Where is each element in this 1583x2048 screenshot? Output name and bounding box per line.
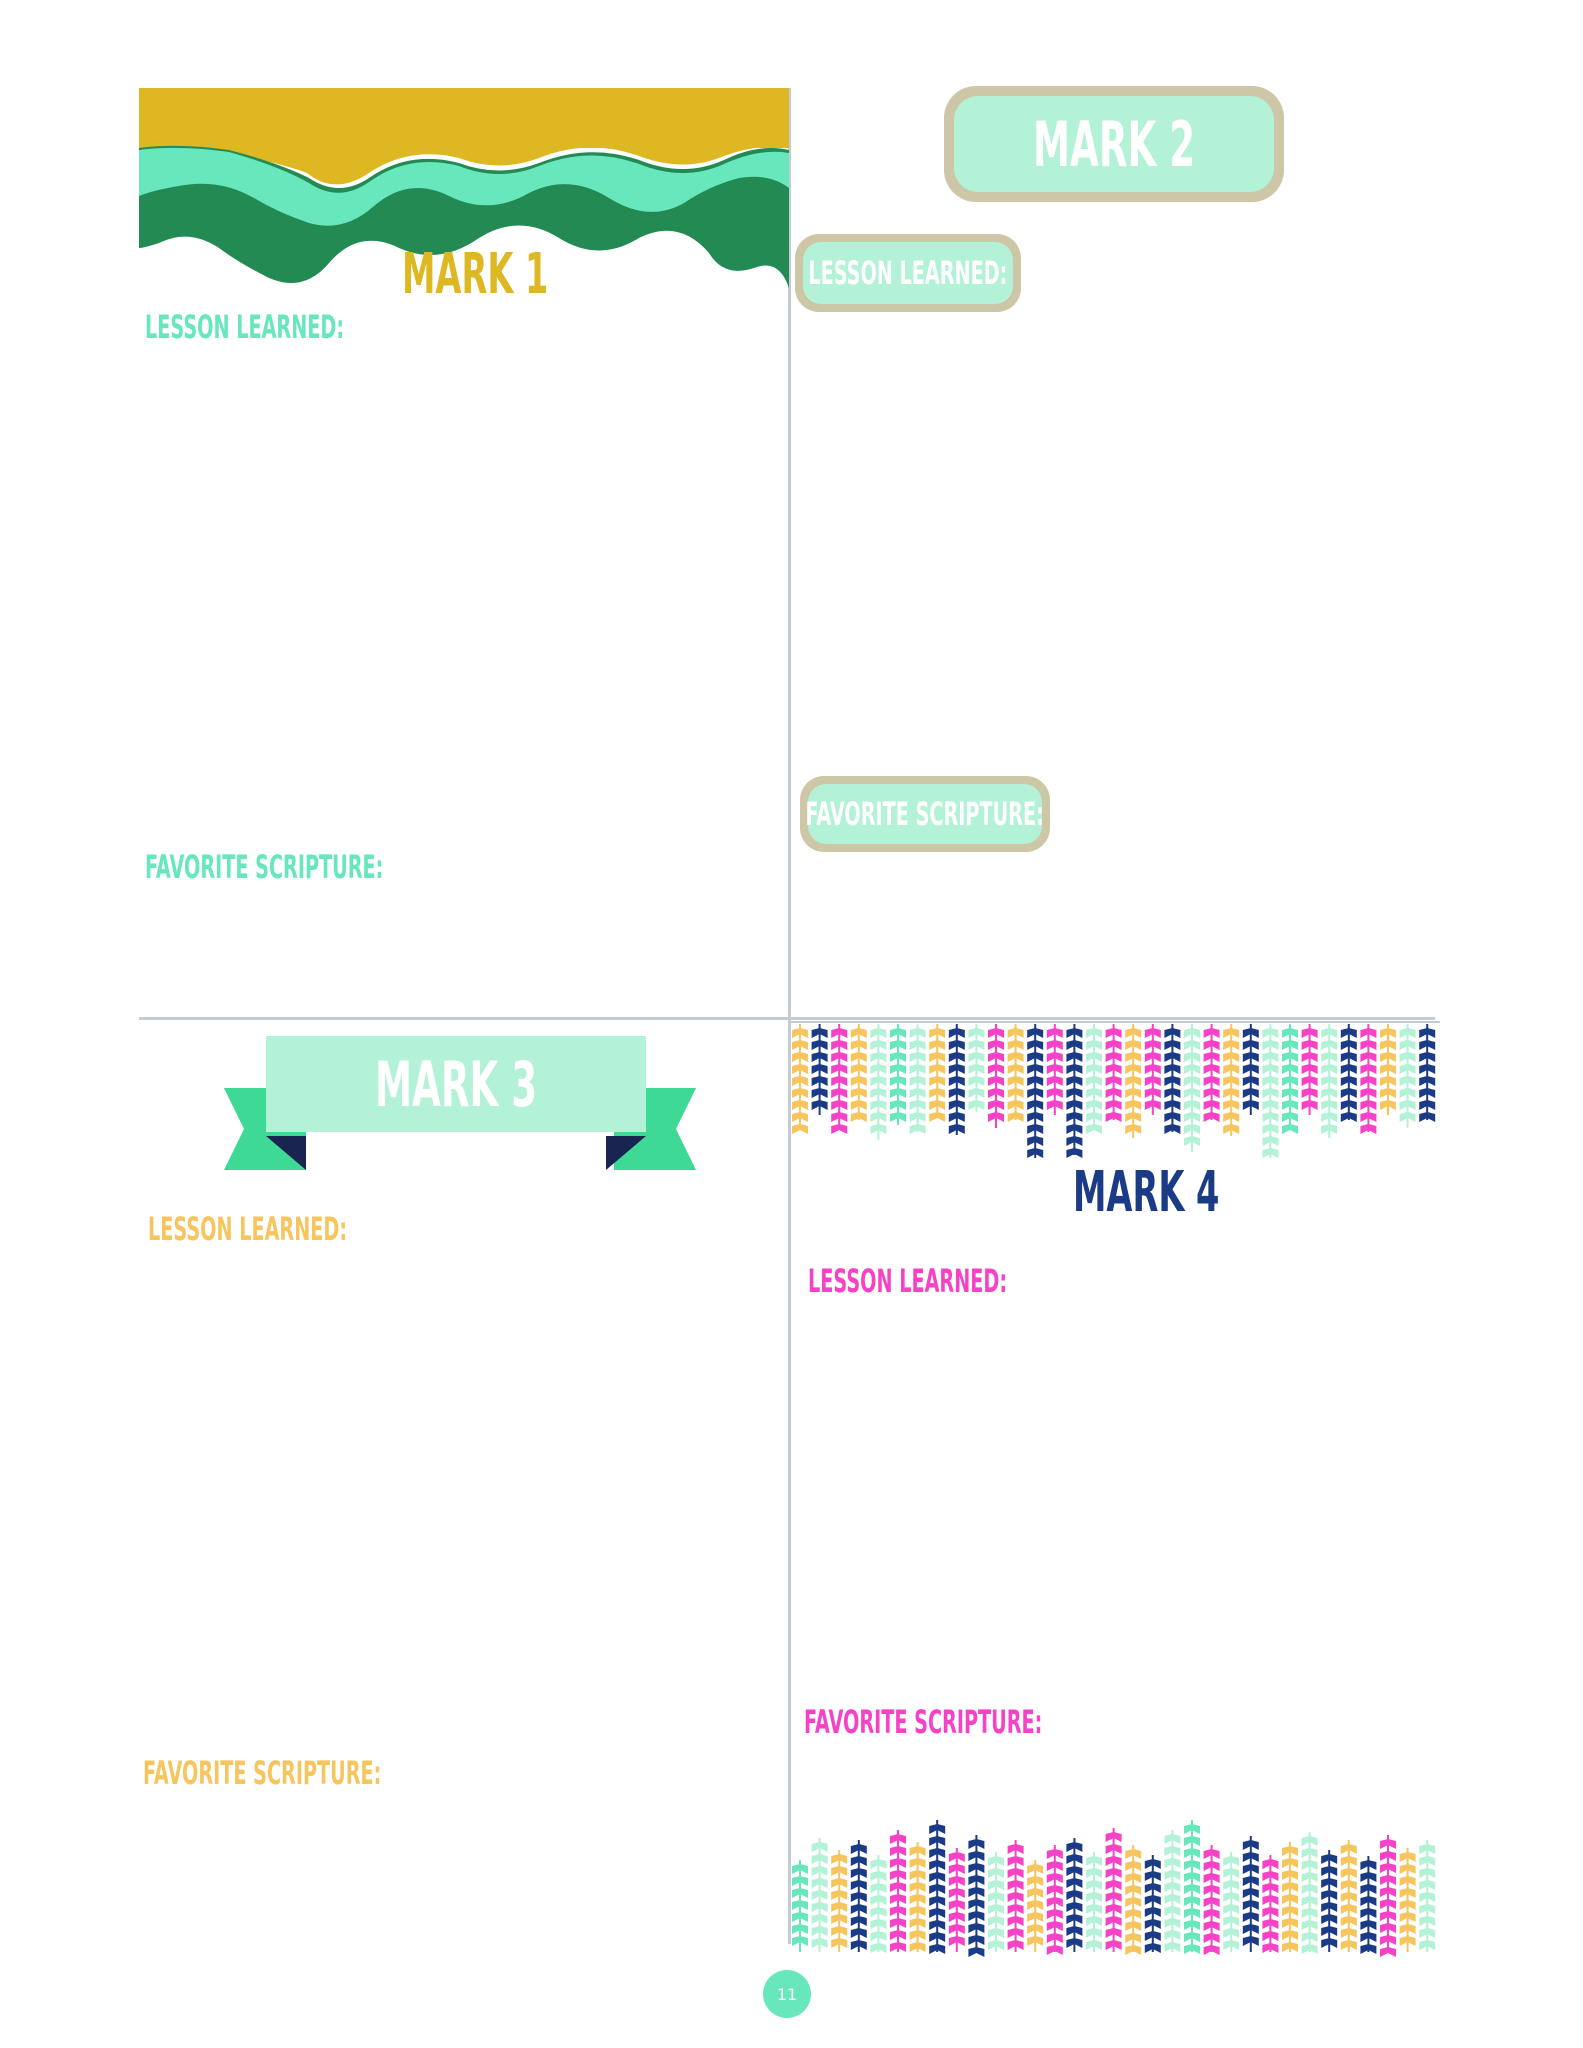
mark4-scripture-label: FAVORITE SCRIPTURE: [804,1703,1043,1741]
feather-stalk [988,1024,1004,1128]
page-number: 11 [776,1984,798,2004]
mark3-lesson-label: LESSON LEARNED: [148,1210,348,1248]
feather-stalk [1066,1838,1083,1952]
feather-stalk [1340,1840,1357,1952]
feather-stalk [1399,1024,1416,1128]
feather-fringe-bottom [792,1820,1436,1957]
mark2-badge: MARK 2 [944,86,1284,202]
feather-stalk [1360,1856,1377,1954]
feather-fringe-top [790,1021,1440,1158]
feather-stalk [1340,1024,1357,1122]
feather-stalk [909,1842,926,1952]
feather-stalk [1203,1024,1220,1122]
feather-stalk [1027,1024,1044,1158]
mark2-scripture-badge: FAVORITE SCRIPTURE: [800,776,1050,852]
mark3-scripture-label: FAVORITE SCRIPTURE: [143,1754,382,1792]
feather-stalk [929,1820,946,1954]
feather-stalk [1007,1024,1024,1122]
feather-stalk [1203,1845,1220,1955]
feather-stalk [890,1024,906,1125]
feather-stalk [850,1024,867,1122]
feather-stalk [1164,1024,1181,1134]
feather-stalk [1223,1024,1240,1136]
feather-stalk [1144,1024,1161,1115]
ribbon-banner-decoration [224,1088,696,1170]
feather-stalk [929,1024,946,1122]
feather-stalk [948,1024,965,1135]
feather-stalk [811,1024,828,1115]
feather-stalk [1066,1024,1083,1158]
mark3-title: MARK 3 [374,1047,538,1121]
feather-stalk [1242,1836,1259,1952]
feather-stalk [890,1830,906,1952]
feather-stalk [1321,1024,1338,1138]
feather-stalk [792,1860,808,1952]
feather-stalk [1164,1830,1181,1952]
feather-stalk [811,1838,828,1952]
feather-stalk [1242,1024,1259,1115]
feather-stalk [1321,1850,1338,1952]
wavy-header-decoration [139,88,789,288]
feather-stalk [831,1850,848,1952]
feather-stalk [968,1835,985,1957]
mark4-lesson-label: LESSON LEARNED: [808,1262,1008,1300]
feather-stalk [909,1024,926,1134]
mark2-lesson-badge: LESSON LEARNED: [795,234,1021,312]
feather-stalk [1144,1855,1161,1953]
feather-stalk [1105,1024,1122,1122]
feather-stalk [1046,1024,1063,1115]
mark1-scripture-label: FAVORITE SCRIPTURE: [145,848,384,886]
feather-stalk [870,1855,887,1953]
feather-stalk [1301,1832,1318,1954]
horizontal-divider [139,1017,1435,1020]
feather-stalk [1184,1820,1200,1954]
feather-stalk [1223,1852,1240,1952]
feather-stalk [1301,1024,1318,1115]
feather-stalk [1262,1855,1279,1953]
feather-stalk [1282,1024,1298,1134]
feather-stalk [1184,1024,1200,1152]
feather-stalk [1282,1842,1298,1952]
feather-stalk [831,1024,848,1134]
feather-stalk [1125,1845,1142,1955]
mark1-title: MARK 1 [402,242,549,307]
vertical-divider [788,88,791,1944]
mark2-scripture-label: FAVORITE SCRIPTURE: [805,795,1045,833]
feather-stalk [1419,1840,1436,1952]
feather-stalk [870,1024,887,1140]
feather-stalk [1360,1024,1377,1134]
mark3-banner: MARK 3 [266,1036,646,1132]
feather-stalk [968,1024,985,1112]
feather-stalk [1419,1024,1436,1122]
feather-stalk [1262,1024,1279,1158]
feather-stalk [1380,1835,1396,1957]
feather-stalk [988,1852,1004,1952]
feather-stalk [1046,1845,1063,1955]
feather-stalk [1399,1848,1416,1952]
feather-stalk [1007,1840,1024,1952]
feather-stalk [1125,1024,1142,1138]
mark2-title: MARK 2 [1032,107,1196,181]
feather-stalk [850,1840,867,1952]
page-number-badge: 11 [763,1970,811,2018]
feather-stalk [948,1848,965,1952]
feather-stalk [1086,1024,1102,1134]
feather-stalk [1380,1024,1396,1115]
feather-stalk [792,1024,808,1134]
feather-stalk [1027,1860,1044,1952]
mark1-lesson-label: LESSON LEARNED: [145,308,345,346]
mark4-title: MARK 4 [1073,1160,1220,1225]
mark2-lesson-label: LESSON LEARNED: [808,254,1008,292]
feather-stalk [1086,1852,1102,1952]
feather-stalk [1105,1828,1122,1952]
